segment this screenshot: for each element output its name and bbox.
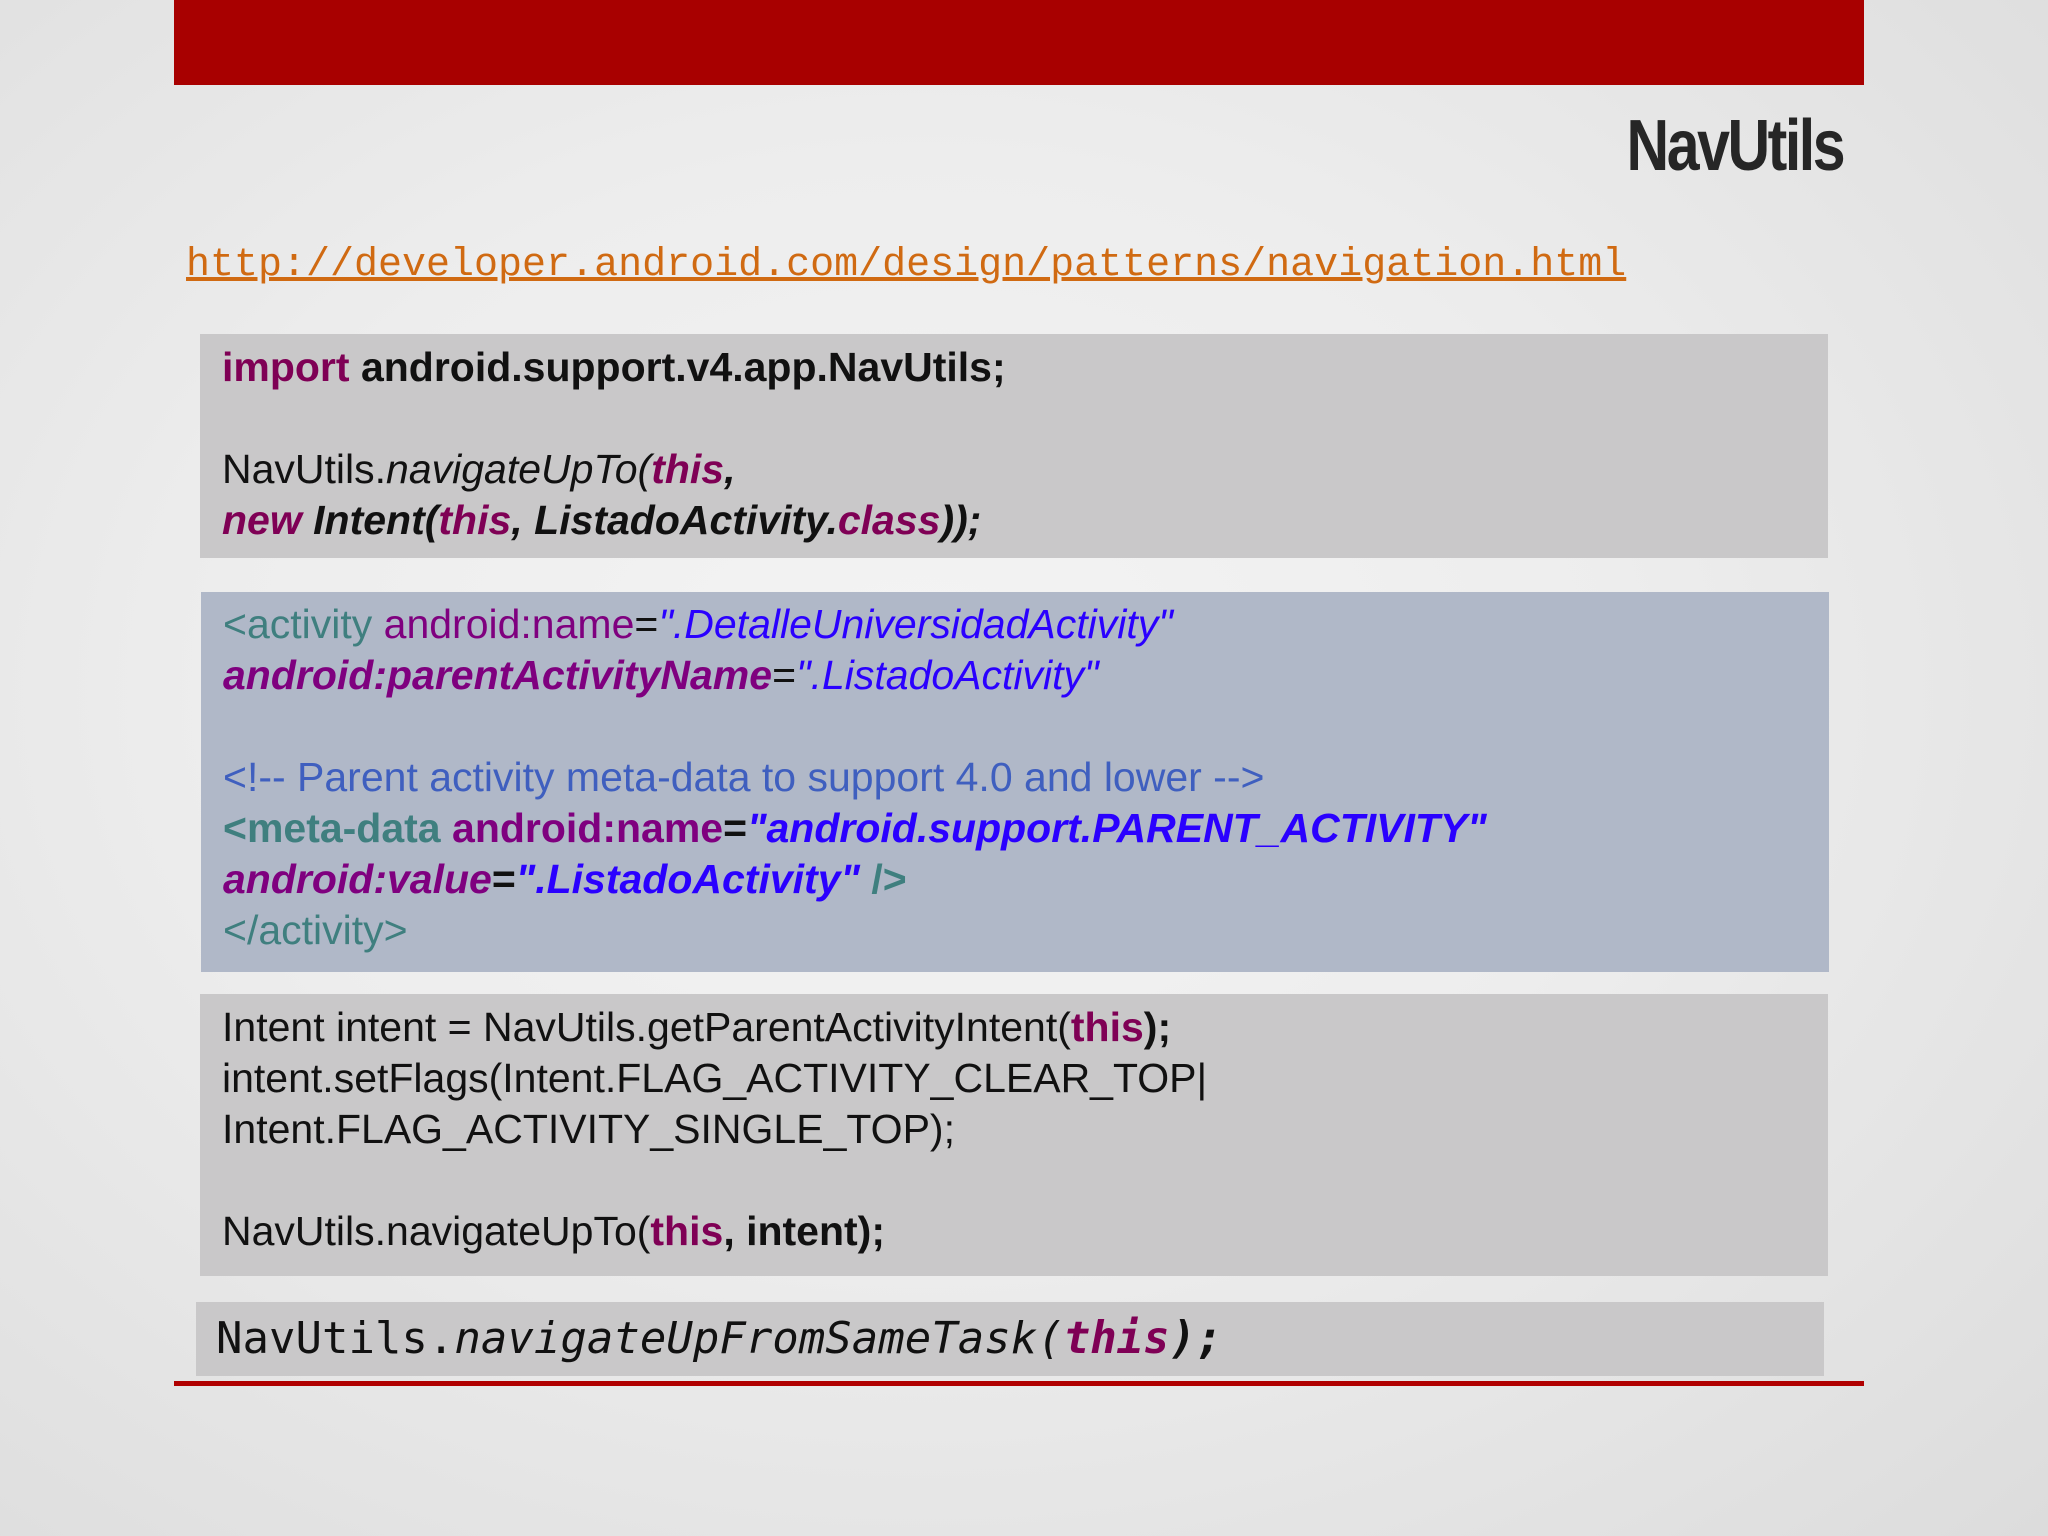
code-block-same-task: NavUtils.navigateUpFromSameTask(this); — [196, 1302, 1824, 1376]
xml-line-meta-data: <meta-data android:name="android.support… — [223, 805, 1487, 851]
xml-line-parent-activity-name: android:parentActivityName=".ListadoActi… — [223, 652, 1099, 698]
code-line-import: import android.support.v4.app.NavUtils; — [222, 344, 1006, 390]
xml-line-comment: <!-- Parent activity meta-data to suppor… — [223, 754, 1265, 800]
xml-line-meta-value: android:value=".ListadoActivity" /> — [223, 856, 907, 902]
xml-line-activity-close: </activity> — [223, 907, 408, 953]
code-line-single-top-flag: Intent.FLAG_ACTIVITY_SINGLE_TOP); — [222, 1106, 955, 1152]
slide-title: NavUtils — [1626, 106, 1845, 186]
code-line-navigate-up-intent: NavUtils.navigateUpTo(this, intent); — [222, 1208, 885, 1254]
top-accent-bar — [174, 0, 1864, 85]
code-line-new-intent: new Intent(this, ListadoActivity.class))… — [222, 497, 982, 543]
code-line-get-parent-intent: Intent intent = NavUtils.getParentActivi… — [222, 1004, 1172, 1050]
code-blank-line — [222, 1155, 1828, 1206]
code-line-set-flags: intent.setFlags(Intent.FLAG_ACTIVITY_CLE… — [222, 1055, 1208, 1101]
code-line-navigate-up-to: NavUtils.navigateUpTo(this, — [222, 446, 736, 492]
code-blank-line — [222, 393, 1828, 444]
xml-line-activity: <activity android:name=".DetalleUniversi… — [223, 601, 1173, 647]
code-block-java-import: import android.support.v4.app.NavUtils; … — [200, 334, 1828, 558]
xml-blank-line — [223, 701, 1829, 752]
bottom-accent-line — [174, 1381, 1864, 1386]
code-block-intent-flags: Intent intent = NavUtils.getParentActivi… — [200, 994, 1828, 1276]
navigation-pattern-link[interactable]: http://developer.android.com/design/patt… — [186, 243, 1627, 288]
code-block-manifest-xml: <activity android:name=".DetalleUniversi… — [201, 592, 1829, 972]
